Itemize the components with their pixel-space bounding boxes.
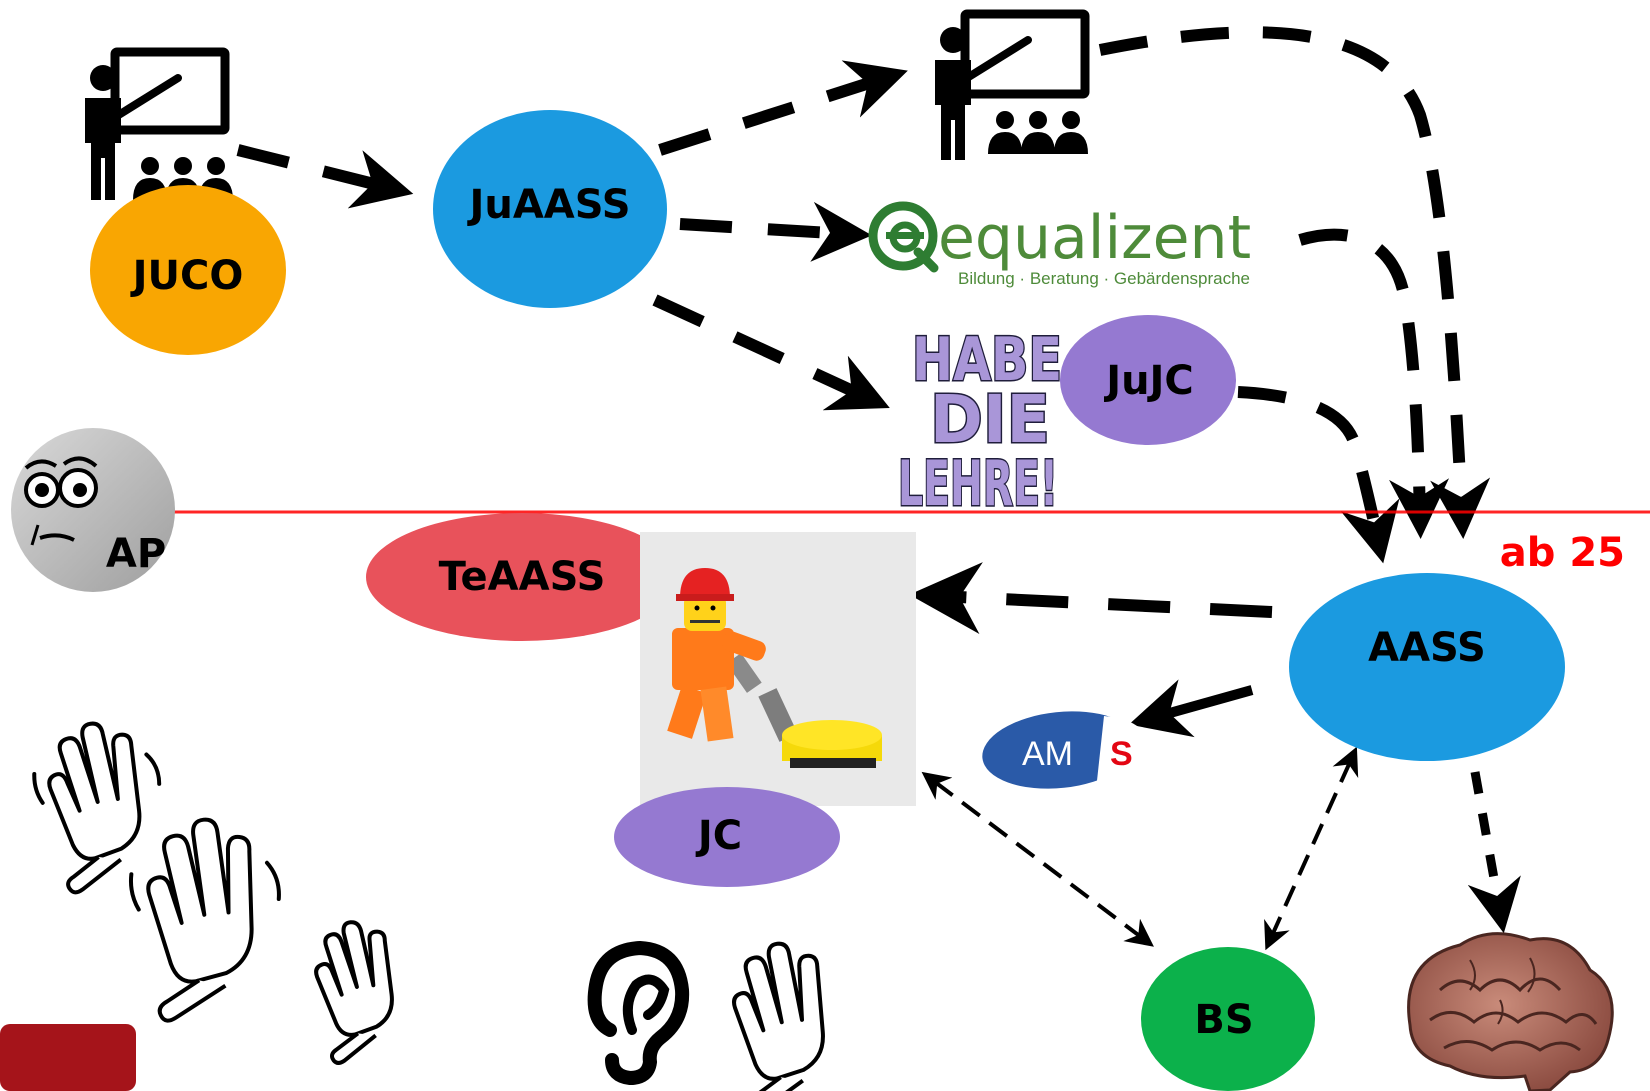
arrow-aass-to-ams: [1128, 679, 1254, 738]
node-ap: AP: [11, 428, 175, 592]
ams-logo-text: AM: [1022, 735, 1073, 773]
arrow-jc-bs-bidirectional: [921, 771, 1154, 947]
arrow-equalizent-to-aass: [1298, 228, 1450, 539]
arrow-juaass-to-equalizent: [679, 201, 872, 262]
brain-icon: [1407, 932, 1614, 1091]
flow-arrows: [236, 26, 1521, 951]
arrow-jujc-to-aass: [1237, 386, 1400, 564]
sign-language-hands-icon: [129, 817, 281, 1023]
equalizent-wordmark: equalizent: [938, 203, 1251, 273]
node-aass: AASS: [1289, 573, 1565, 761]
ams-logo: AM S: [982, 711, 1150, 790]
arrow-aass-to-brain: [1467, 771, 1521, 934]
juco-bubble: [90, 185, 286, 355]
ap-bubble: [11, 428, 175, 592]
sign-language-hands-icon: [314, 920, 394, 1065]
bs-bubble: [1141, 947, 1315, 1091]
confused-face-icon: [24, 456, 98, 546]
ap-label: AP: [106, 531, 166, 577]
habe-die-lehre-logo: HABE DIE LEHRE!: [897, 324, 1064, 522]
arrow-classroom-to-aass: [1098, 26, 1491, 539]
lego-worker-photo: [640, 532, 916, 806]
juaass-bubble: [433, 110, 667, 308]
jujc-label: JuJC: [1103, 358, 1194, 404]
node-bs: BS: [1141, 947, 1315, 1091]
ear-icon: [587, 940, 690, 1086]
arrow-juaass-to-habe-die-lehre: [652, 294, 890, 411]
juaass-label: JuAASS: [466, 182, 630, 228]
sign-language-hands-icon: [32, 721, 162, 895]
jc-label: JC: [695, 813, 742, 859]
aass-label: AASS: [1368, 625, 1486, 671]
habe-die-lehre-line-3: LEHRE!: [898, 447, 1058, 520]
sign-language-hands-icon: [732, 941, 825, 1091]
arrow-juco-to-juaass: [236, 144, 414, 209]
teaass-label: TeAASS: [439, 554, 606, 600]
age-25-label: ab 25: [1500, 530, 1625, 576]
aass-bubble: [1289, 573, 1565, 761]
jc-bubble: [614, 787, 840, 887]
arrow-juaass-to-classroom: [658, 60, 908, 156]
node-juco: JUCO: [90, 185, 286, 355]
juco-label: JUCO: [130, 253, 244, 299]
equalizent-logo: equalizent Bildung · Beratung · Gebärden…: [868, 201, 1251, 288]
bs-label: BS: [1194, 997, 1253, 1043]
habe-die-lehre-line-2: DIE: [930, 381, 1050, 458]
teaass-bubble: [366, 513, 678, 641]
ams-logo-accent: S: [1110, 735, 1133, 773]
arrow-aass-to-teaass-jc: [909, 562, 1273, 635]
node-jujc: JuJC: [1060, 315, 1236, 445]
teacher-classroom-icon: [935, 9, 1090, 160]
arrow-aass-bs-bidirectional: [1264, 746, 1359, 951]
node-juaass: JuAASS: [433, 110, 667, 308]
teacher-classroom-icon: [85, 47, 233, 200]
node-jc: JC: [614, 787, 840, 887]
equalizent-e-mark: [868, 201, 938, 271]
equalizent-tagline: Bildung · Beratung · Gebärdensprache: [958, 269, 1250, 288]
habe-die-lehre-line-1: HABE: [912, 325, 1062, 395]
node-teaass: TeAASS: [366, 513, 678, 641]
corner-tab: [0, 1024, 136, 1091]
jujc-bubble: [1060, 315, 1236, 445]
